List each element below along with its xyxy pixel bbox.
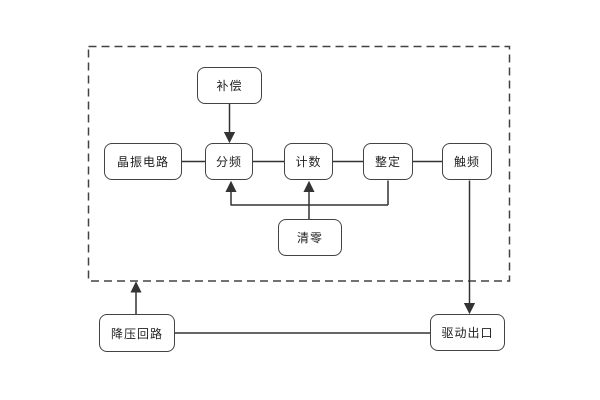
node-compensation: 补偿	[197, 67, 262, 104]
node-crystal-oscillator: 晶振电路	[104, 143, 182, 180]
node-clear: 清零	[278, 219, 342, 256]
node-setting: 整定	[363, 143, 413, 180]
node-step-down-circuit: 降压回路	[99, 314, 175, 352]
node-trigger-frequency: 触频	[442, 143, 492, 180]
node-frequency-divider: 分频	[205, 143, 253, 180]
dashed-enclosure	[87, 45, 511, 282]
node-counter: 计数	[284, 143, 333, 180]
node-drive-output: 驱动出口	[430, 314, 505, 351]
